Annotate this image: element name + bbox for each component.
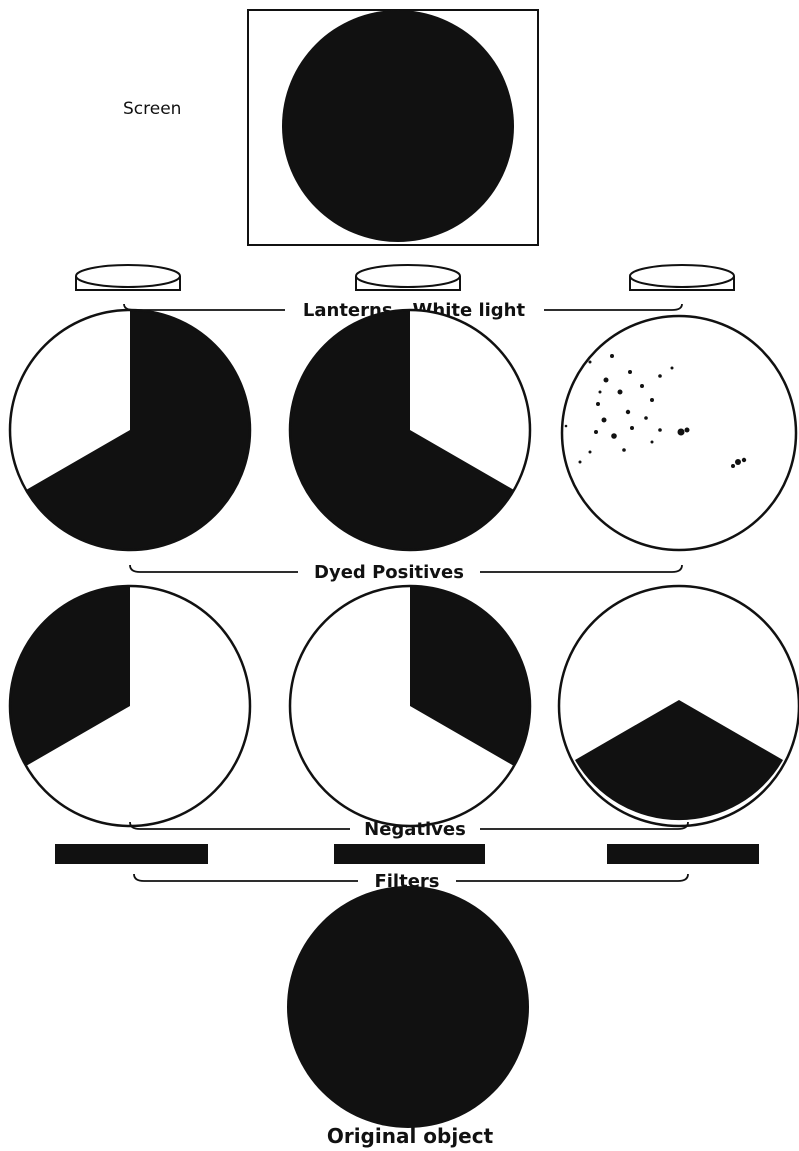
dyed-positives-label: Dyed Positives: [314, 562, 464, 583]
original-object-label: Original object: [327, 1124, 494, 1148]
lantern-left: [75, 264, 181, 291]
filter-center: [334, 844, 485, 864]
lantern-center: [355, 264, 461, 291]
negative-right: [557, 584, 799, 828]
screen-projected-image: [282, 10, 514, 242]
screen-label: Screen: [123, 99, 181, 119]
negatives-bracket: [129, 821, 689, 830]
dyed-positive-right: [560, 314, 798, 552]
filters-bracket: [133, 873, 689, 882]
negatives-label: Negatives: [364, 819, 466, 840]
filter-right: [607, 844, 759, 864]
original-object: [287, 886, 529, 1128]
filters-label: Filters: [374, 871, 439, 892]
lantern-right: [629, 264, 735, 291]
negative-left: [8, 584, 252, 828]
dyed-positives-bracket: [129, 564, 683, 573]
dye-speckles: [564, 354, 747, 468]
dyed-positive-left: [8, 308, 252, 552]
dyed-positive-center: [288, 308, 532, 552]
negative-center: [288, 584, 532, 828]
filter-left: [55, 844, 208, 864]
